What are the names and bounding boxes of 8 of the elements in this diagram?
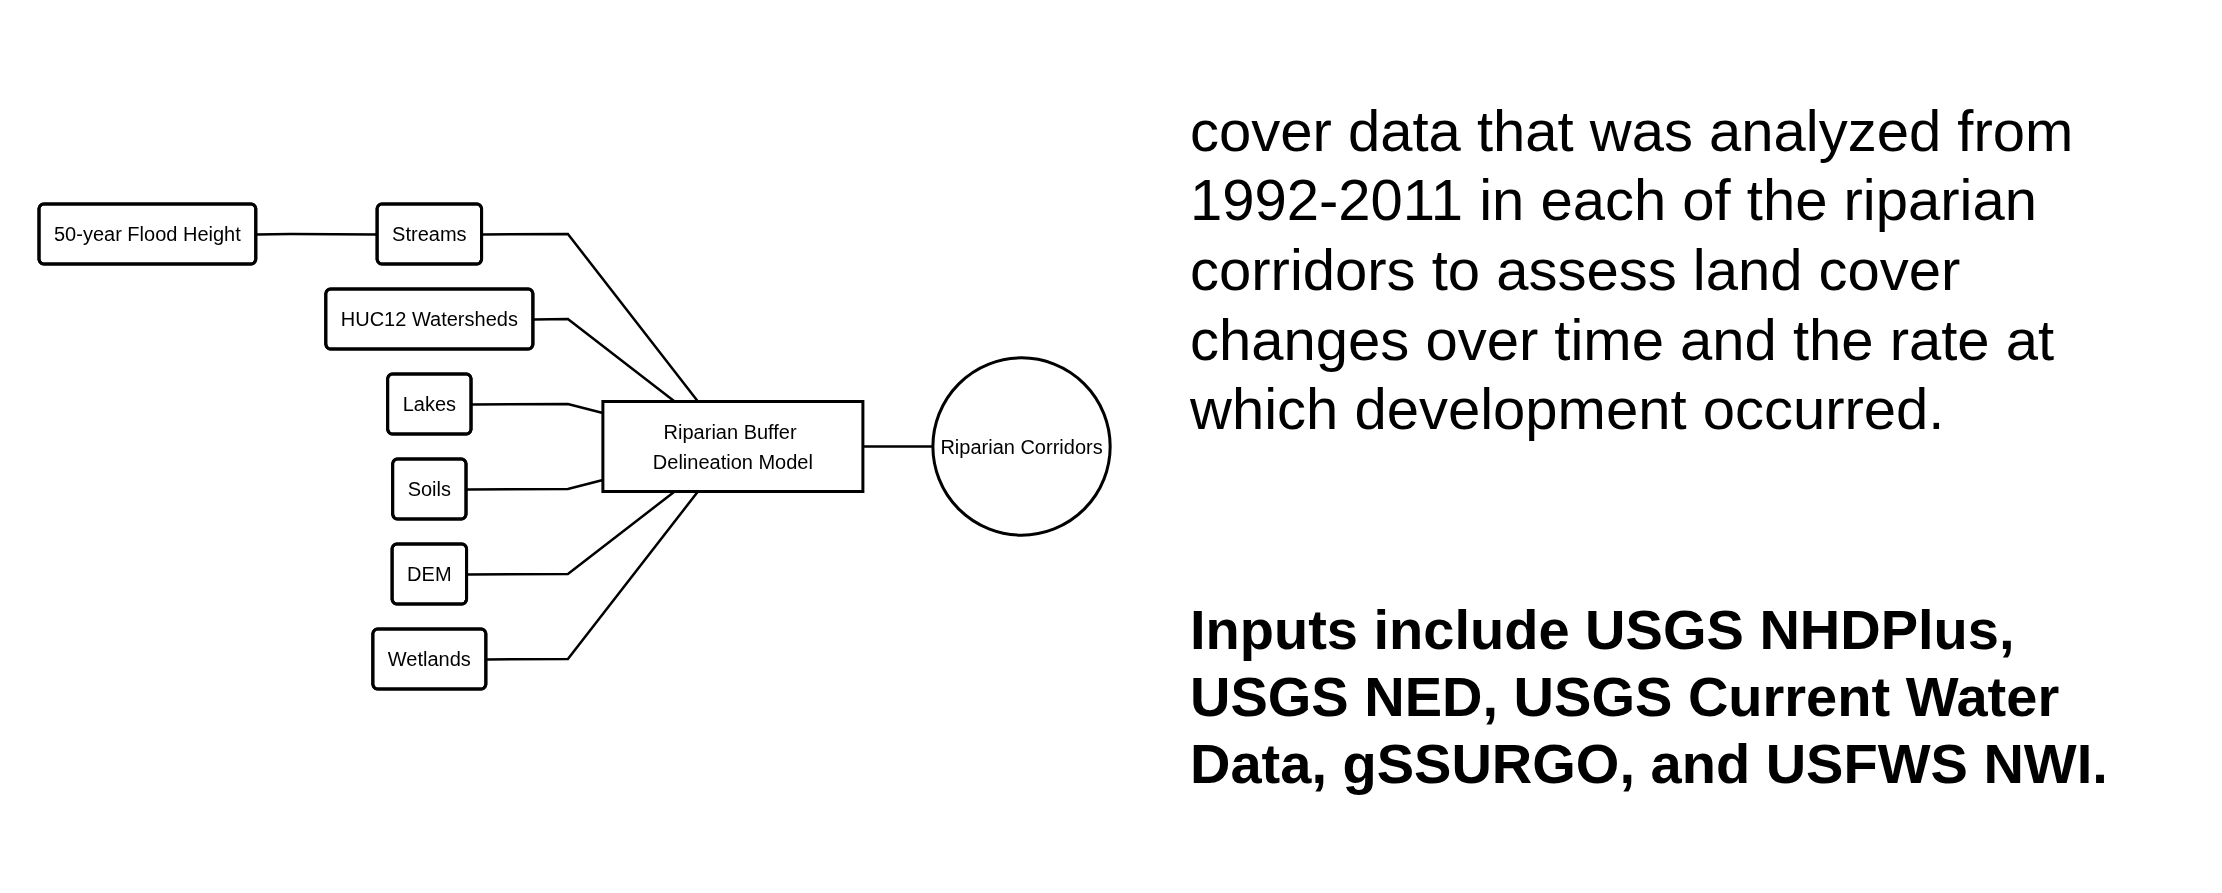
note-text: cover data that was analyzed from 1992-2011 in each of the riparian corridors to assess land cover changes over time and the rate at which development occurred. [1190,96,2075,444]
node-box: Riparian Buffer Delineation Model [601,400,865,493]
connector [466,478,604,491]
node-circle: Riparian Corridors [931,356,1113,537]
connector [471,402,604,415]
connector [863,445,934,448]
connector [256,232,378,236]
note-text: Inputs include USGS NHDPlus, USGS NED, USGS Current Water Data, gSSURGO, and USFWS NWI. [1190,596,2109,797]
